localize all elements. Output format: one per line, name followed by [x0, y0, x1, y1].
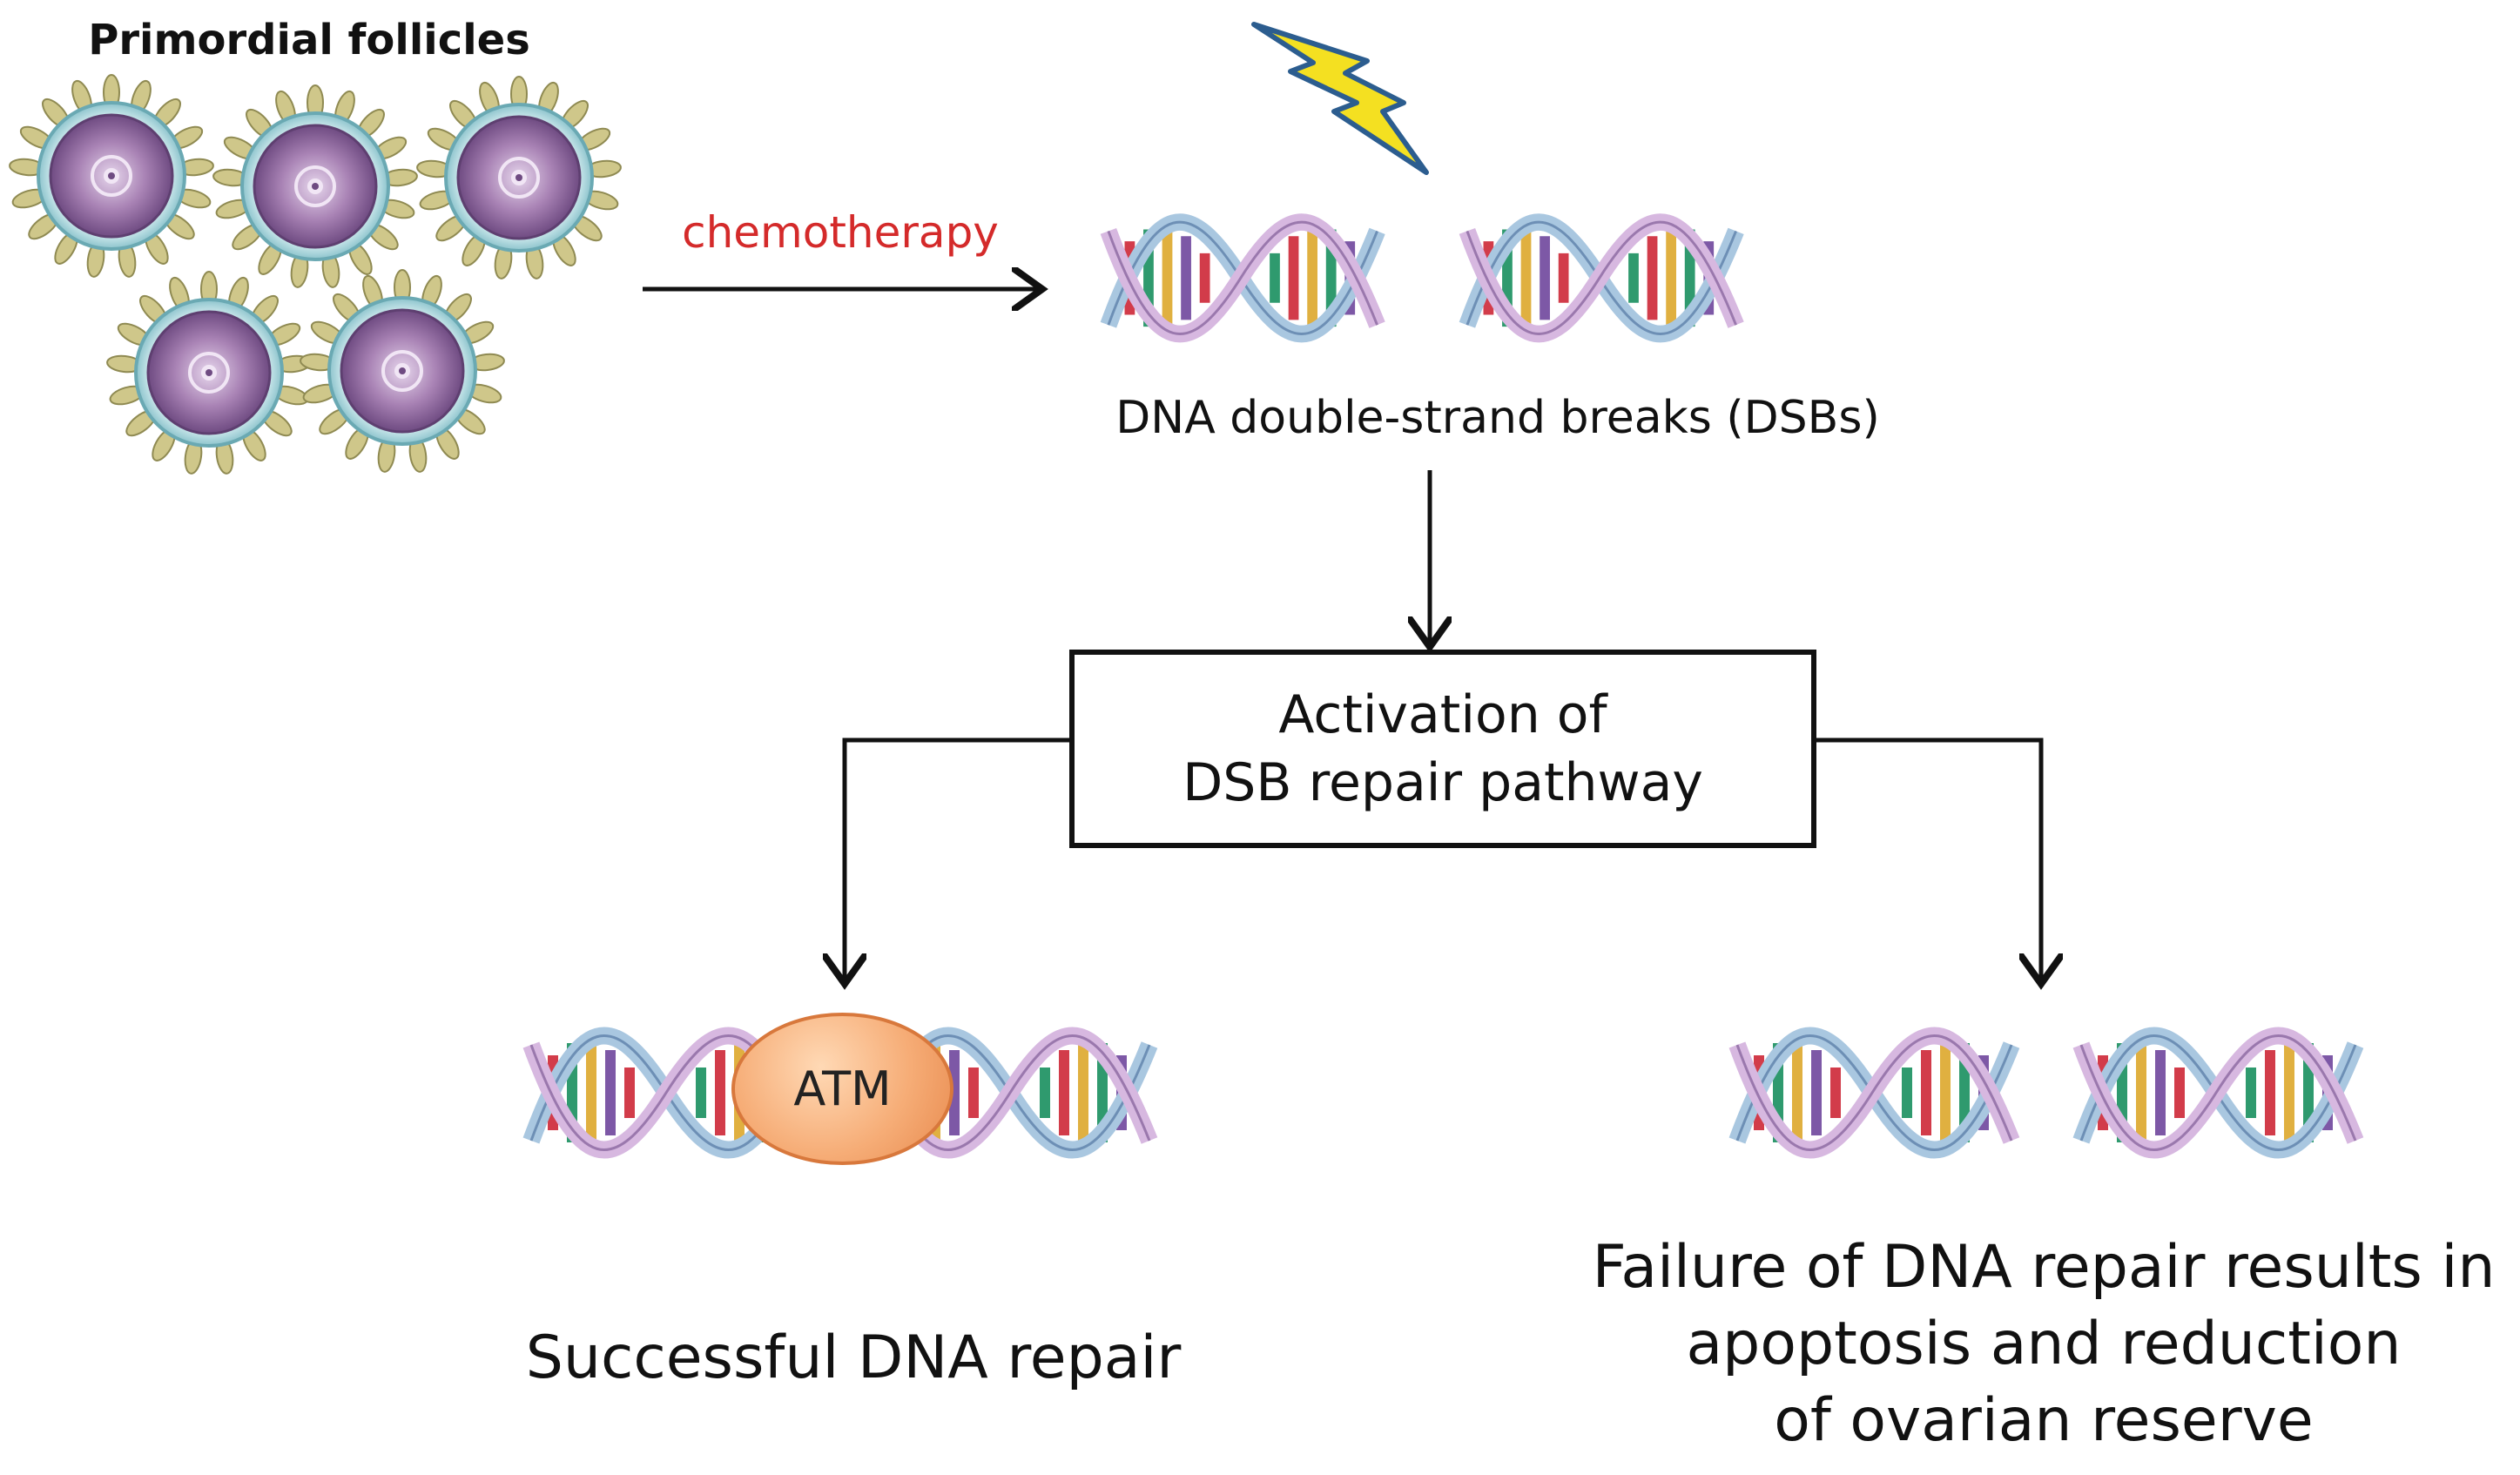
follicle-icon	[414, 75, 623, 282]
lightning-bolt-icon	[1251, 22, 1429, 175]
arrow-to-failure	[1816, 738, 2041, 980]
success-label: Successful DNA repair	[525, 1323, 1182, 1392]
dna-helix-icon	[1467, 222, 1736, 333]
dna-helix-icon	[1108, 222, 1378, 333]
activation-line-2: DSB repair pathway	[1183, 752, 1703, 813]
follicle-icon	[298, 268, 507, 475]
primordial-follicles-title: Primordial follicles	[88, 16, 530, 64]
follicle-icon	[211, 84, 420, 291]
failure-line-2: apoptosis and reduction	[1686, 1310, 2402, 1378]
follicle-icon	[104, 270, 313, 477]
dsb-label: DNA double-strand breaks (DSBs)	[1115, 392, 1880, 444]
atm-label: ATM	[793, 1061, 892, 1116]
follicle-icon	[7, 73, 216, 280]
dna-broken-top	[1108, 222, 1736, 333]
failure-line-1: Failure of DNA repair results in	[1592, 1233, 2496, 1302]
failure-line-3: of ovarian reserve	[1774, 1386, 2314, 1455]
chemotherapy-label: chemotherapy	[682, 207, 999, 258]
dna-broken-bottom	[1737, 1035, 2355, 1149]
follicle-cluster	[7, 73, 623, 477]
dna-helix-icon	[1737, 1035, 2011, 1149]
activation-box: Activation of DSB repair pathway	[1069, 650, 1816, 848]
arrow-to-success	[845, 738, 1069, 980]
dna-helix-icon	[2081, 1035, 2355, 1149]
atm-protein: ATM	[731, 1013, 953, 1165]
failure-label: Failure of DNA repair results in apoptos…	[1567, 1229, 2520, 1459]
activation-line-1: Activation of	[1278, 684, 1607, 745]
